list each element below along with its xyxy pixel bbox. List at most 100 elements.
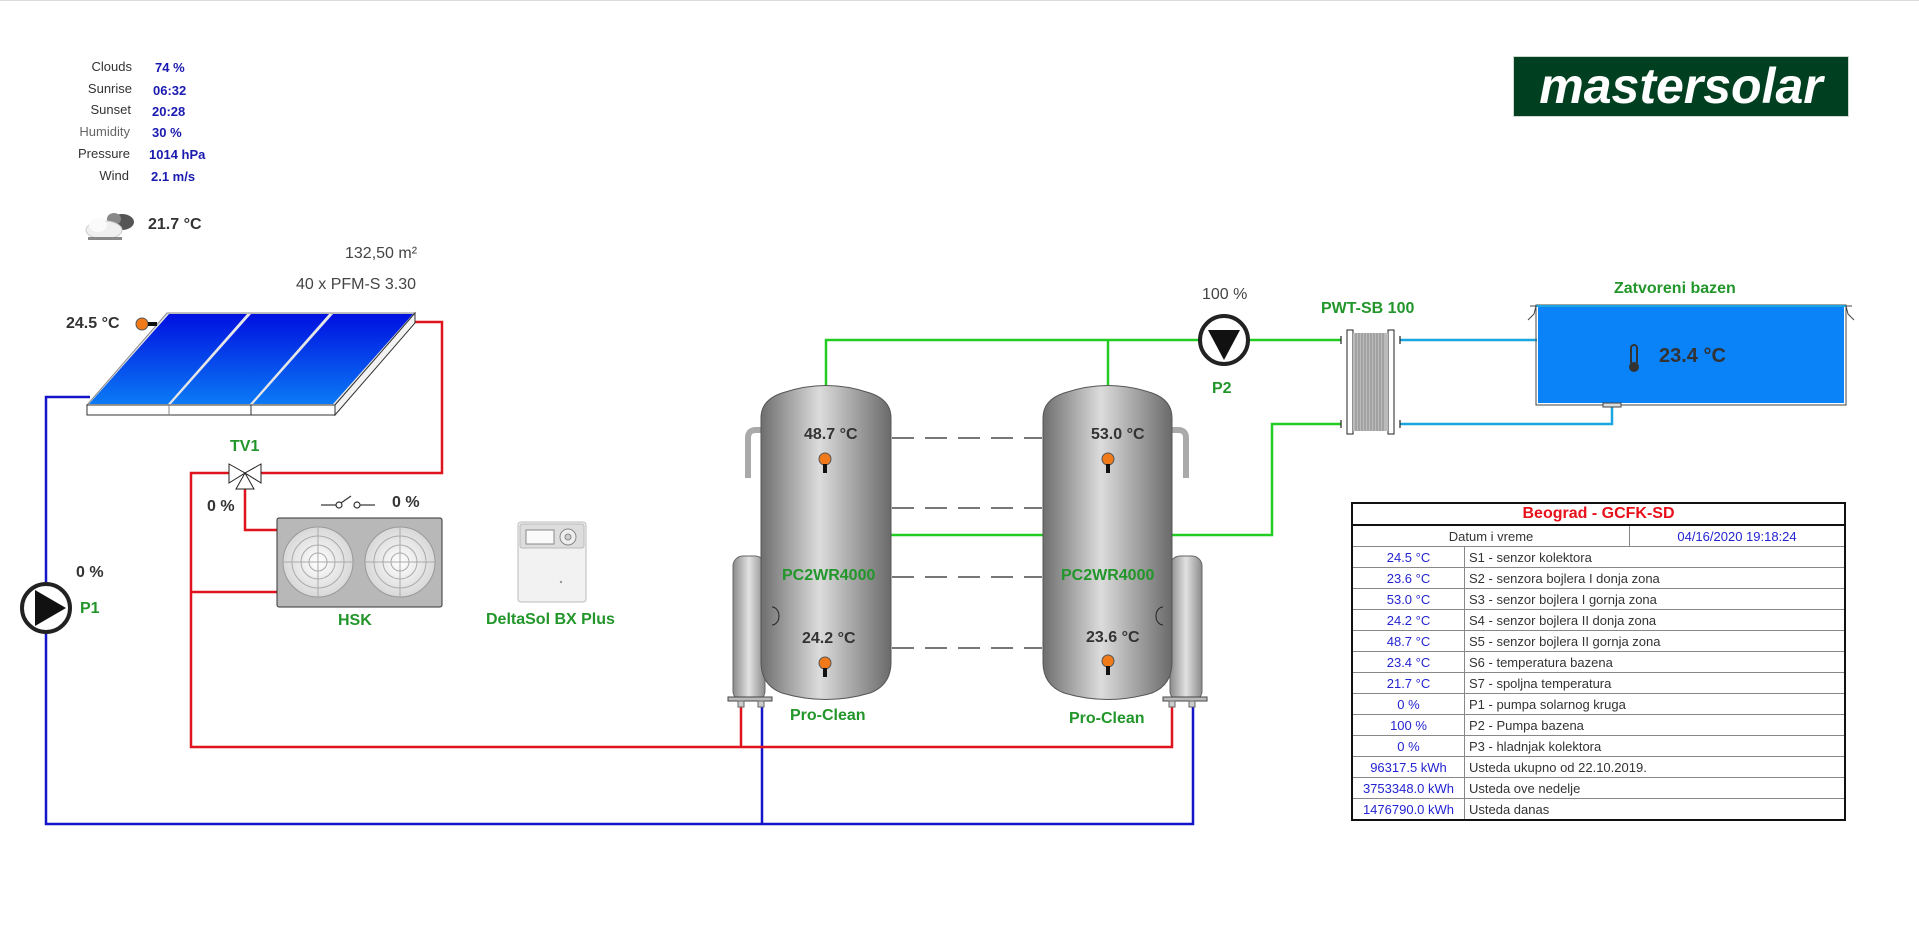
switch-icon [321,495,375,509]
controller-device-icon [517,521,587,603]
fan-icon [282,526,354,598]
row-label: S1 - senzor kolektora [1464,546,1846,568]
row-value: 0 % [1351,735,1465,757]
tank2-model[interactable]: PC2WR4000 [1061,567,1155,584]
row-value: 53.0 °C [1351,588,1465,610]
row-value: 3753348.0 kWh [1351,777,1465,799]
weather-value: 2.1 m/s [151,169,196,184]
pump-p2-value: 100 % [1202,286,1248,303]
row-value: 24.2 °C [1351,609,1465,631]
row-value: 23.6 °C [1351,567,1465,589]
row-label: S4 - senzor bojlera II donja zona [1464,609,1846,631]
row-label: Usteda ukupno od 22.10.2019. [1464,756,1846,778]
tank2-bottom-temperature: 23.6 °C [1086,629,1140,646]
controller-label[interactable]: DeltaSol BX Plus [486,611,615,628]
pump-p1-label[interactable]: P1 [80,600,100,617]
weather-value: 30 % [152,125,182,140]
row-value: 24.5 °C [1351,546,1465,568]
weather-label: Wind [99,168,129,183]
collector-model: 40 x PFM-S 3.30 [296,276,417,293]
weather-label: Sunrise [87,81,132,96]
weather-value: 20:28 [152,104,186,119]
temp-sensor-icon [818,656,832,670]
row-label: S5 - senzor bojlera II gornja zona [1464,630,1846,652]
row-value: 96317.5 kWh [1351,756,1465,778]
pump-p1-icon [20,582,72,634]
pool-temperature: 23.4 °C [1659,345,1726,367]
weather-value: 1014 hPa [149,147,206,162]
three-way-valve-icon [228,463,262,490]
fan-icon [364,526,436,598]
tank1-bottom-temperature: 24.2 °C [802,630,856,647]
sensor-table: Beograd - GCFK-SD Datum i vreme 04/16/20… [1351,502,1846,821]
top-divider [0,0,1919,1]
tank1-top-temperature: 48.7 °C [804,426,858,443]
temp-sensor-icon [1101,654,1115,668]
valve-label[interactable]: TV1 [230,438,260,455]
tank2-brand: Pro-Clean [1069,710,1145,727]
collector-panel [171,314,329,404]
exchanger-label[interactable]: PWT-SB 100 [1321,300,1415,317]
collector-temperature: 24.5 °C [66,315,120,332]
row-value: 23.4 °C [1351,651,1465,673]
solar-collector [85,311,417,417]
weather-label: Pressure [77,146,130,161]
tank1-brand: Pro-Clean [790,707,866,724]
tank-link-dashes [892,437,1042,649]
weather-label: Clouds [91,59,132,74]
temp-sensor-icon [1101,452,1115,466]
row-label: Usteda ove nedelje [1464,777,1846,799]
row-value: 48.7 °C [1351,630,1465,652]
partly-cloudy-icon [85,213,134,240]
hot-pipe [189,320,1174,749]
tank2-top-temperature: 53.0 °C [1091,426,1145,443]
weather-value: 06:32 [153,83,187,98]
datetime-label: Datum i vreme [1351,524,1630,547]
row-label: P3 - hladnjak kolektora [1464,735,1846,757]
cooler-switch-value: 0 % [392,494,420,511]
row-label: P2 - Pumpa bazena [1464,714,1846,736]
weather-value: 74 % [155,60,185,75]
table-title-row: Beograd - GCFK-SD [1351,502,1846,526]
row-value: 0 % [1351,693,1465,715]
row-label: S6 - temperatura bazena [1464,651,1846,673]
dry-cooler [276,517,443,608]
row-label: P1 - pumpa solarnog kruga [1464,693,1846,715]
table-row: 0 %P1 - pumpa solarnog kruga [1351,693,1846,715]
weather-label: Humidity [79,124,130,139]
storage-tank-1 [727,385,892,708]
datetime-value: 04/16/2020 19:18:24 [1629,524,1846,547]
row-label: S3 - senzor bojlera I gornja zona [1464,588,1846,610]
table-title: Beograd - GCFK-SD [1351,502,1846,526]
collector-panel [253,314,413,404]
brand-logo: mastersolar [1513,56,1849,117]
pool-basin [1527,304,1855,408]
storage-tank-2 [1042,385,1208,708]
pool-water-pipe [1400,338,1614,426]
row-label: S2 - senzora bojlera I donja zona [1464,567,1846,589]
outdoor-temperature: 21.7 °C [148,216,202,233]
datetime-row: Datum i vreme 04/16/2020 19:18:24 [1351,524,1846,547]
pump-p1-value: 0 % [76,564,104,581]
pool-label[interactable]: Zatvoreni bazen [1614,280,1736,297]
heat-exchanger [1340,329,1401,435]
pump-p2-label[interactable]: P2 [1212,380,1232,397]
row-value: 1476790.0 kWh [1351,798,1465,821]
table-row: 0 %P3 - hladnjak kolektora [1351,735,1846,757]
weather-label: Sunset [90,102,131,117]
row-value: 21.7 °C [1351,672,1465,694]
cooler-label[interactable]: HSK [338,612,372,629]
row-label: S7 - spoljna temperatura [1464,672,1846,694]
thermometer-icon [1629,344,1639,372]
tank1-model[interactable]: PC2WR4000 [782,567,876,584]
